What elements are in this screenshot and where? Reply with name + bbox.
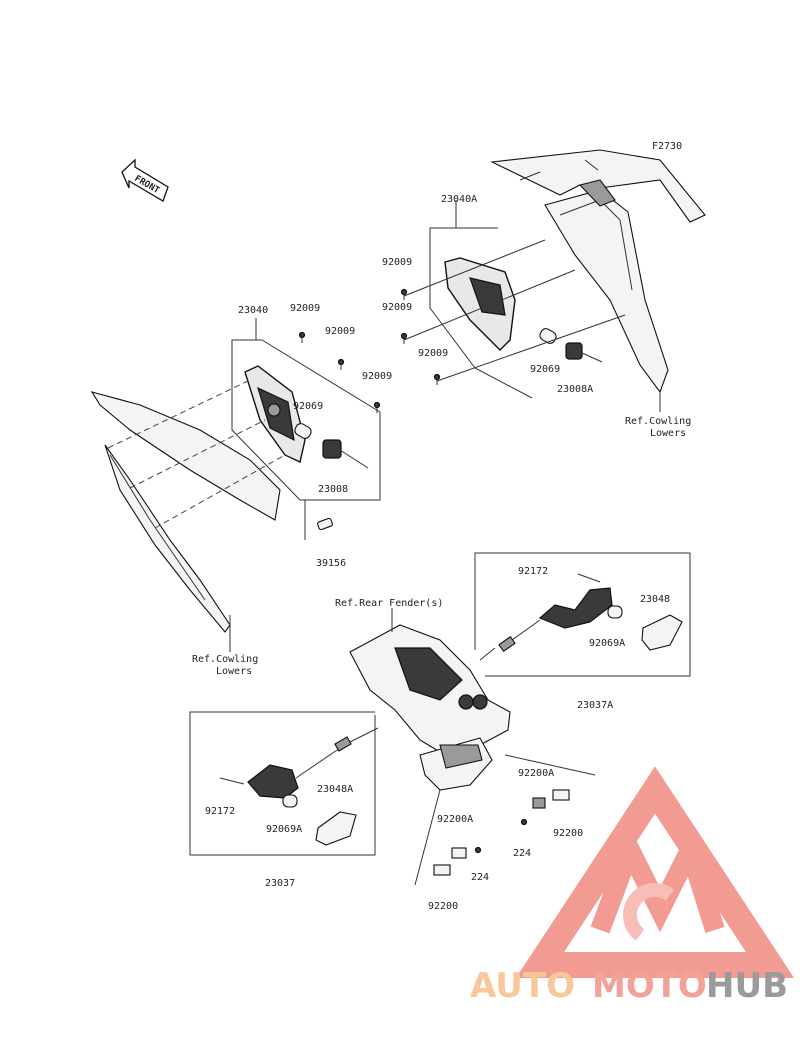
label-92200A-right: 92200A [518,768,554,779]
label-92009-a: 92009 [382,257,412,268]
left-socket-23008 [322,439,369,469]
label-92069-right: 92069 [530,364,560,375]
label-92009-b: 92009 [382,302,412,313]
group-box-23040A [429,227,533,399]
label-23048: 23048 [640,594,670,605]
group-box-23037A [474,552,691,677]
left-mirror-bracket [244,365,306,464]
right-rear-lens-23048 [641,614,683,651]
label-92172-right: 92172 [518,566,548,577]
right-rear-bulb-92069A [607,605,623,619]
label-92069A-right: 92069A [589,638,625,649]
label-23008: 23008 [318,484,348,495]
label-92200-right: 92200 [553,828,583,839]
label-224-right: 224 [513,848,531,859]
group-box-23037 [189,711,376,856]
label-23040A: 23040A [441,194,477,205]
watermark-logo [515,766,795,978]
label-92009-e: 92009 [325,326,355,337]
label-92009-f: 92009 [362,371,392,382]
label-92009-c: 92009 [418,348,448,359]
right-mirror-bracket [444,257,516,351]
seal-39156 [304,500,333,540]
plate-hardware-right [504,754,596,826]
label-92069A-left: 92069A [266,824,302,835]
right-screw-set [400,288,441,385]
label-92009-d: 92009 [290,303,320,314]
group-box-23040 [231,339,381,501]
label-23008A: 23008A [557,384,593,395]
plate-hardware-left [414,789,482,886]
label-ref-cowling-left-1: Ref.Cowling [192,654,258,665]
left-rear-signal [219,727,379,799]
figure-code: F2730 [652,141,682,152]
label-23040: 23040 [238,305,268,316]
rear-fender [349,624,511,791]
label-224-left: 224 [471,872,489,883]
label-92069-left: 92069 [293,401,323,412]
left-rear-lens-23048A [315,811,357,846]
front-arrow-icon: FRONT [121,158,169,202]
right-rear-signal [479,573,613,661]
left-screw-set [298,331,381,413]
label-39156: 39156 [316,558,346,569]
label-92172-left: 92172 [205,806,235,817]
left-bulb-92069 [294,423,312,439]
label-ref-cowling-left-2: Lowers [216,666,252,677]
watermark-moto: MOTO [592,966,707,1006]
watermark-auto: AUTO [470,966,575,1006]
label-23037A: 23037A [577,700,613,711]
label-23037: 23037 [265,878,295,889]
label-ref-cowling-right-1: Ref.Cowling [625,416,691,427]
left-rear-bulb-92069A [282,794,298,808]
label-ref-rear-fender: Ref.Rear Fender(s) [335,598,443,609]
label-23048A: 23048A [317,784,353,795]
right-cowling-lower [490,149,706,394]
label-92200A-left: 92200A [437,814,473,825]
watermark-hub: HUB [706,966,788,1006]
watermark-brand: AUTO MOTO HUB [470,966,788,1006]
label-ref-cowling-right-2: Lowers [650,428,686,439]
right-socket-23008A [565,342,603,363]
label-92200-left: 92200 [428,901,458,912]
left-cowling-lower [90,391,281,633]
